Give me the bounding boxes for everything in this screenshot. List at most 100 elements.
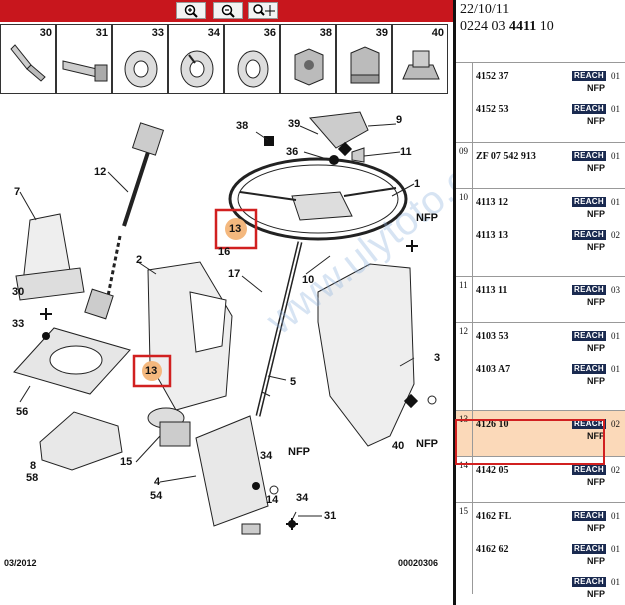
reach-badge[interactable]: REACH <box>572 71 606 81</box>
part-index: 01 <box>611 71 620 81</box>
thumb-number: 40 <box>431 27 444 39</box>
reach-badge[interactable]: REACH <box>572 230 606 240</box>
callout-2[interactable]: 2 <box>136 254 143 266</box>
reach-badge[interactable]: REACH <box>572 577 606 587</box>
part-code: 4113 11 <box>476 285 508 296</box>
callout-34-top[interactable]: 34 <box>260 450 273 462</box>
part-index: 02 <box>611 230 620 240</box>
reach-badge[interactable]: REACH <box>572 104 606 114</box>
callout-39[interactable]: 39 <box>288 118 301 130</box>
part-index: 01 <box>611 511 620 521</box>
diagram-panel: 30 31 33 34 36 38 39 40 <box>0 0 453 568</box>
reach-badge[interactable]: REACH <box>572 544 606 554</box>
callout-13-bottom[interactable]: 13 <box>145 365 158 377</box>
part-entry[interactable]: 4113 13 REACH NFP 02 <box>476 228 624 254</box>
callout-15[interactable]: 15 <box>120 456 133 468</box>
callout-10[interactable]: 10 <box>302 274 315 286</box>
thumb-nut-flange[interactable]: 39 <box>336 24 392 94</box>
part-code: 4126 10 <box>476 419 509 430</box>
callout-1[interactable]: 1 <box>414 178 421 190</box>
callout-5[interactable]: 5 <box>290 376 297 388</box>
callout-7[interactable]: 7 <box>14 186 21 198</box>
thumb-screw[interactable]: 30 <box>0 24 56 94</box>
callout-11[interactable]: 11 <box>400 146 412 158</box>
callout-14[interactable]: 14 <box>266 494 279 506</box>
part-code: 4113 13 <box>476 230 508 241</box>
group-divider <box>472 277 473 322</box>
footer-code: 00020306 <box>398 558 439 568</box>
callout-16[interactable]: 16 <box>218 246 231 258</box>
callout-4[interactable]: 4 <box>154 476 161 488</box>
callout-nfp-right[interactable]: NFP <box>416 438 438 450</box>
thumb-clip[interactable]: 40 <box>392 24 448 94</box>
callout-31[interactable]: 31 <box>324 510 337 522</box>
nfp-label: NFP <box>587 242 605 252</box>
callout-12[interactable]: 12 <box>94 166 107 178</box>
reach-badge[interactable]: REACH <box>572 364 606 374</box>
nfp-label: NFP <box>587 297 605 307</box>
nfp-label: NFP <box>587 343 605 353</box>
callout-56[interactable]: 56 <box>16 406 29 418</box>
callout-58[interactable]: 58 <box>26 472 39 484</box>
reach-badge[interactable]: REACH <box>572 285 606 295</box>
callout-30[interactable]: 30 <box>12 286 25 298</box>
group-divider <box>472 457 473 502</box>
reach-badge[interactable]: REACH <box>572 331 606 341</box>
footer-date: 03/2012 <box>4 558 37 568</box>
thumb-number: 36 <box>263 27 276 39</box>
part-index: 02 <box>611 419 620 429</box>
reach-badge[interactable]: REACH <box>572 419 606 429</box>
thumb-flat-washer[interactable]: 36 <box>224 24 280 94</box>
callout-nfp-top[interactable]: NFP <box>416 212 438 224</box>
callout-3[interactable]: 3 <box>434 352 441 364</box>
thumb-spring-washer[interactable]: 34 <box>168 24 224 94</box>
group-number: 15 <box>459 506 468 516</box>
callout-54[interactable]: 54 <box>150 490 163 502</box>
group-divider <box>472 503 473 594</box>
zoom-pan-button[interactable] <box>248 2 278 19</box>
callout-9[interactable]: 9 <box>396 114 403 126</box>
thumb-washer[interactable]: 33 <box>112 24 168 94</box>
nfp-label: NFP <box>587 116 605 126</box>
callout-8[interactable]: 8 <box>30 460 37 472</box>
zoom-in-button[interactable] <box>176 2 206 19</box>
reach-badge[interactable]: REACH <box>572 151 606 161</box>
nfp-label: NFP <box>587 556 605 566</box>
thumb-nut[interactable]: 38 <box>280 24 336 94</box>
group-number: 11 <box>459 280 468 290</box>
callout-36[interactable]: 36 <box>286 146 299 158</box>
thumb-number: 34 <box>207 27 220 39</box>
zoom-out-button[interactable] <box>213 2 243 19</box>
thumb-number: 31 <box>95 27 108 39</box>
thumb-bolt[interactable]: 31 <box>56 24 112 94</box>
callout-40[interactable]: 40 <box>392 440 405 452</box>
part-code: 4152 37 <box>476 71 509 82</box>
part-code: ZF 07 542 913 <box>476 151 536 162</box>
reach-badge[interactable]: REACH <box>572 465 606 475</box>
callout-nfp-bottom[interactable]: NFP <box>288 446 310 458</box>
callout-33[interactable]: 33 <box>12 318 25 330</box>
thumb-number: 30 <box>39 27 52 39</box>
reference-suffix: 10 <box>536 19 554 34</box>
callout-38[interactable]: 38 <box>236 120 249 132</box>
callout-13-top[interactable]: 13 <box>229 223 242 235</box>
callout-17[interactable]: 17 <box>228 268 241 280</box>
callout-34-bottom[interactable]: 34 <box>296 492 309 504</box>
part-code: 4162 62 <box>476 544 509 555</box>
reach-badge[interactable]: REACH <box>572 197 606 207</box>
reach-badge[interactable]: REACH <box>572 511 606 521</box>
